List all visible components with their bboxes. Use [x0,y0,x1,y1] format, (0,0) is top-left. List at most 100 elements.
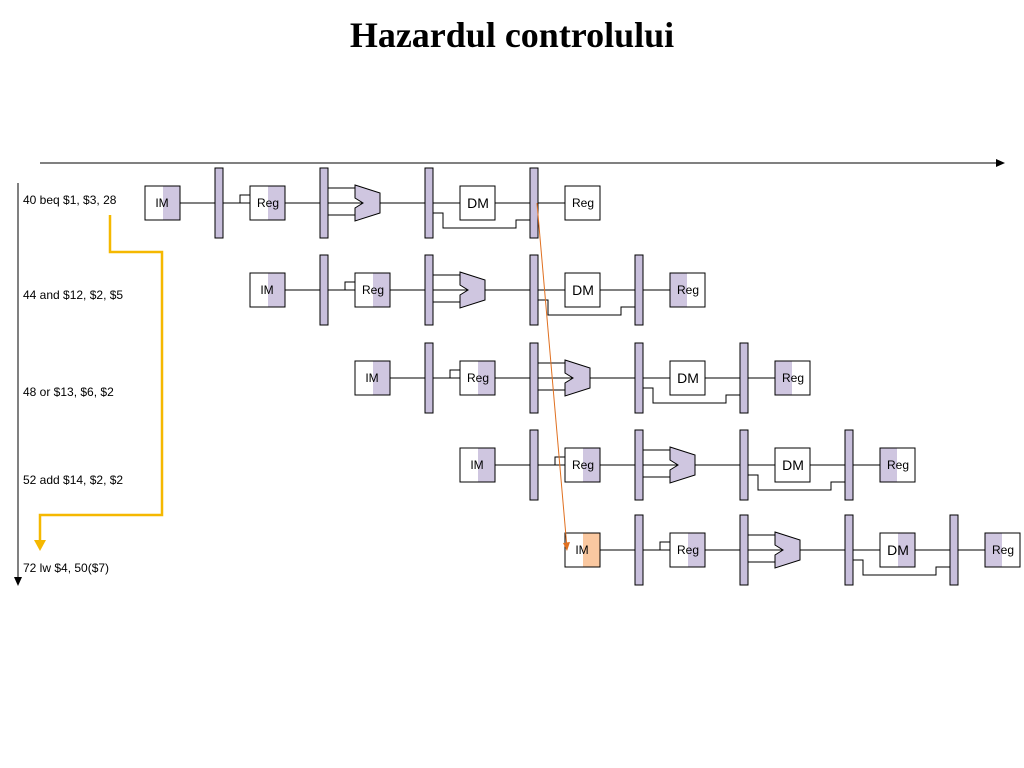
pipeline-register [529,254,539,326]
dm-box [459,185,496,221]
pipeline-register [844,429,854,501]
instruction-label: 44 and $12, $2, $5 [23,288,124,302]
alu-unit [669,446,696,484]
pipeline-register [634,254,644,326]
reg-write-outline [984,532,1021,568]
alu-unit [354,184,381,222]
dm-outline [564,272,601,308]
alu-unit [774,531,801,569]
hazard-line [536,202,568,549]
reg-write-label: Reg [782,371,804,385]
instruction-label: 48 or $13, $6, $2 [23,385,114,399]
reg-write-outline [669,272,706,308]
time-axis-arrowhead [996,159,1005,167]
reg-read-shade [268,186,285,220]
dm-bypass-wire [538,299,635,316]
reg-read-shade [583,448,600,482]
alu-unit [459,271,486,309]
reg-write-outline [879,447,916,483]
pipeline-register [214,167,224,239]
dm-shade [688,361,705,395]
reg-read-wire [433,369,460,379]
pipeline-register [739,429,749,501]
hazard-arrowhead [563,542,570,551]
im-shade [268,273,285,307]
im-label: IM [260,283,273,297]
reg-write-shade [775,361,792,395]
dm-label: DM [677,370,699,386]
reg-write-label: Reg [572,196,594,210]
dm-shade [793,448,810,482]
reg-write-label: Reg [887,458,909,472]
reg-read-label: Reg [257,196,279,210]
pipeline-register [529,342,539,414]
reg-write-shade [670,273,687,307]
reg-write-shade [880,448,897,482]
pipeline-register [634,342,644,414]
reg-read-label: Reg [467,371,489,385]
reg-read-shade [478,361,495,395]
dm-label: DM [887,542,909,558]
dm-label: DM [467,195,489,211]
pipeline-register [634,514,644,586]
pipeline-register [844,514,854,586]
reg-read-wire [223,194,250,204]
im-outline [354,360,391,396]
pipeline-register [529,429,539,501]
im-label: IM [470,458,483,472]
pipeline-register [319,167,329,239]
im-label: IM [575,543,588,557]
reg-read-label: Reg [572,458,594,472]
dm-bypass-wire [643,387,740,404]
dm-shade [898,533,915,567]
im-shade [478,448,495,482]
pipeline-register [319,254,329,326]
dm-outline [879,532,916,568]
branch-target-arrowhead [34,540,46,551]
reg-read-label: Reg [677,543,699,557]
pipeline-register [739,342,749,414]
branch-target-arrow [38,215,164,545]
pipeline-register [424,167,434,239]
instruction-label: 72 lw $4, 50($7) [23,561,110,575]
reg-read-shade [373,273,390,307]
instruction-label: 40 beq $1, $3, 28 [23,193,117,207]
pipeline-register [529,167,539,239]
reg-read-wire [538,456,565,466]
slide-title: Hazardul controlului [349,15,675,55]
dm-bypass-wire [433,212,530,229]
dm-outline [774,447,811,483]
reg-read-shade [688,533,705,567]
reg-write-label: Reg [992,543,1014,557]
order-axis-arrowhead [14,577,22,586]
alu-unit [564,359,591,397]
reg-read-label: Reg [362,283,384,297]
pipeline-register [739,514,749,586]
dm-label: DM [782,457,804,473]
pipeline-register [424,342,434,414]
reg-read-wire [328,281,355,291]
dm-shade [583,273,600,307]
im-outline [459,447,496,483]
reg-read-outline [669,532,706,568]
im-shade [163,186,180,220]
reg-read-outline [249,185,286,221]
instruction-label: 52 add $14, $2, $2 [23,473,124,487]
im-outline [564,532,601,568]
im-outline [144,185,181,221]
reg-read-wire [643,541,670,551]
im-outline [249,272,286,308]
pipeline-register [634,429,644,501]
dm-label: DM [572,282,594,298]
reg-read-outline [459,360,496,396]
pipeline-register [424,254,434,326]
im-shade [583,533,600,567]
reg-write-label: Reg [677,283,699,297]
reg-write-outline [774,360,811,396]
im-label: IM [365,371,378,385]
dm-bypass-wire [748,474,845,491]
dm-bypass-wire [853,559,950,576]
im-label: IM [155,196,168,210]
reg-read-outline [564,447,601,483]
